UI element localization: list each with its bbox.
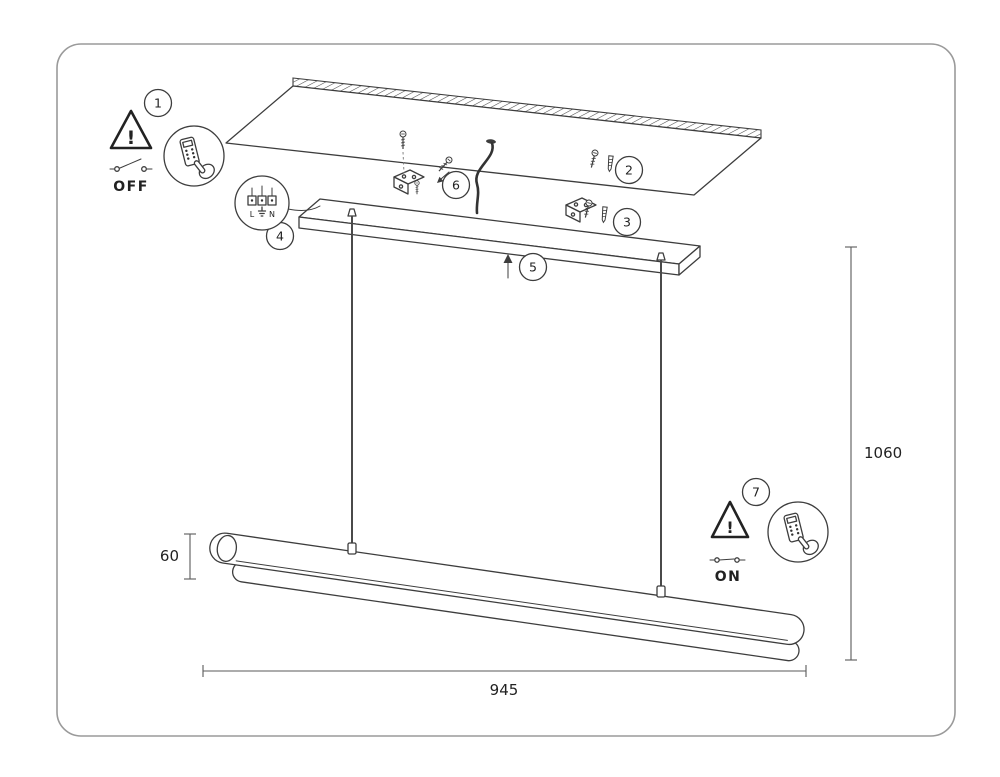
callout-6: 6 xyxy=(441,170,471,200)
callout-1-number: 1 xyxy=(154,96,162,111)
lamp-body xyxy=(209,532,805,662)
callout-3: 3 xyxy=(612,207,642,237)
dimension-fixture-length: 945 xyxy=(202,665,807,699)
dimension-suspension-height: 1060 xyxy=(845,246,902,661)
off-switch-icon xyxy=(109,158,153,172)
callout-3-number: 3 xyxy=(623,215,631,230)
callout-2: 2 xyxy=(614,155,644,185)
on-switch-icon xyxy=(709,557,746,563)
screw-icon xyxy=(414,180,420,195)
fixture-length-value: 945 xyxy=(490,681,519,699)
power-cable xyxy=(475,141,494,215)
mounting-plate xyxy=(298,198,701,276)
on-label: ON xyxy=(715,569,742,585)
warning-exclamation: ! xyxy=(127,127,136,149)
cable-gland-right xyxy=(656,252,666,261)
dimension-fixture-diameter: 60 xyxy=(160,533,196,580)
warning-exclamation: ! xyxy=(726,518,733,537)
suspension-height-value: 1060 xyxy=(864,444,902,462)
lamp-shell xyxy=(209,532,805,646)
neutral-label: N xyxy=(269,210,275,219)
callout-5: 5 xyxy=(518,252,548,282)
cable-connector-left xyxy=(347,542,357,555)
remote-detail-bottom xyxy=(767,501,829,563)
anchor-icon xyxy=(600,206,608,224)
callout-1: 1 xyxy=(143,88,173,118)
callout-2-number: 2 xyxy=(625,163,633,178)
wiring-detail: L N xyxy=(234,175,321,231)
warning-triangle-icon xyxy=(710,500,750,539)
mounting-bracket-left xyxy=(393,169,425,195)
pointer-arrow-step5 xyxy=(503,254,513,279)
diagram-border xyxy=(56,43,956,737)
ceiling-panel xyxy=(225,77,762,196)
callout-7-number: 7 xyxy=(752,485,760,500)
fixture-diameter-value: 60 xyxy=(160,547,179,565)
leader-line xyxy=(287,205,321,211)
remote-detail-top xyxy=(163,125,225,187)
cable-connector-right xyxy=(656,585,666,598)
callout-6-number: 6 xyxy=(452,178,460,193)
off-label: OFF xyxy=(113,179,149,195)
callout-4-number: 4 xyxy=(276,229,284,244)
live-label: L xyxy=(250,210,255,219)
warning-on-group: ! ON xyxy=(709,500,750,585)
callout-5-number: 5 xyxy=(529,260,537,275)
callout-7: 7 xyxy=(741,477,771,507)
pointer-arrow-step6 xyxy=(437,171,450,183)
ground-symbol-icon xyxy=(257,206,267,217)
warning-triangle-icon xyxy=(109,109,153,150)
drill-guide-line xyxy=(402,151,405,174)
cable-gland-left xyxy=(347,208,357,217)
cable-slot xyxy=(486,139,496,144)
warning-off-group: ! OFF xyxy=(109,109,153,195)
lamp-open-end xyxy=(216,534,238,563)
